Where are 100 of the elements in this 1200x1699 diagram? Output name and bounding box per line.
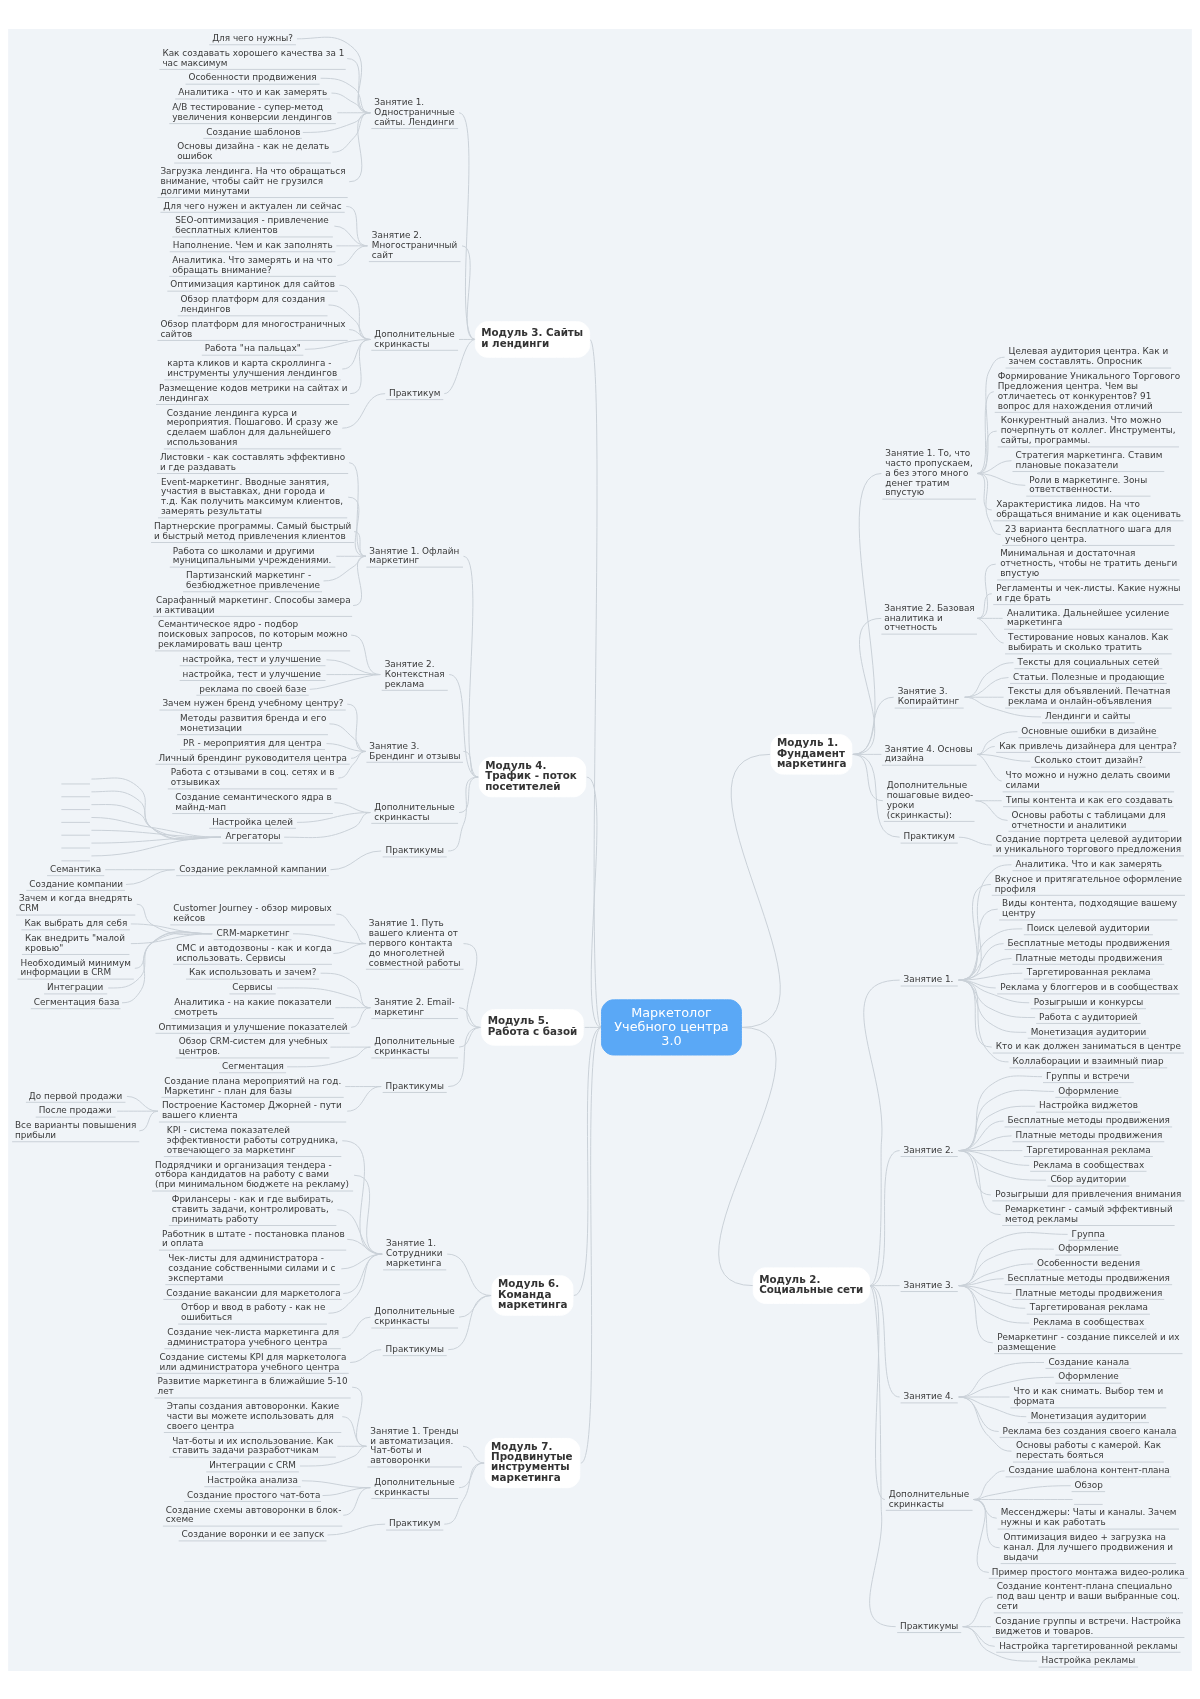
connector <box>976 472 993 510</box>
node-text: PR - мероприятия для центра <box>183 737 322 748</box>
node-text: Создание шаблона контент-плана <box>1008 1464 1170 1475</box>
connector <box>309 673 381 690</box>
node-text: Тексты для объявлений. Печатная реклама и онлайн-объявления <box>1008 685 1171 706</box>
node-text: Необходимый минимум информации в CRM <box>20 957 131 977</box>
connector <box>346 1085 382 1112</box>
connector <box>332 942 367 954</box>
node-text: Интеграции с CRM <box>209 1459 296 1470</box>
connector <box>327 1523 386 1535</box>
node-text: реклама по своей базе <box>199 683 307 694</box>
node-text: SEO-оптимизация - привлечение бесплатных клиентов <box>175 214 329 235</box>
node-text: Сколько стоит дизайн? <box>1034 754 1144 765</box>
node-text: Статьи. Полезные и продающие <box>1012 671 1165 682</box>
connector <box>458 1026 481 1048</box>
connector <box>283 811 371 838</box>
node-text: После продажи <box>38 1104 112 1115</box>
connector <box>126 1095 159 1112</box>
connector <box>341 392 386 429</box>
node-text: Занятие 2. Контекстная реклама <box>384 658 445 689</box>
connector <box>852 472 882 755</box>
node-text: Что и как снимать. Выбор тем и формата <box>1013 1385 1164 1406</box>
node-text: Сбор аудитории <box>1050 1173 1127 1184</box>
node-text: Реклама у блоггеров и в сообществах <box>1000 981 1179 992</box>
node-text: Занятие 2. Базовая аналитика и отчетность <box>884 602 975 632</box>
connector <box>976 753 1003 781</box>
node-text: Развитие маркетинга в ближайшие 5-10 лет <box>157 1375 348 1396</box>
node-text: Занятие 1. Путь вашего клиента от первого контакта до многолетней совместной работы <box>368 917 461 968</box>
node-text: Занятие 1. Офлайн маркетинг <box>369 545 460 565</box>
node-text: Наполнение. Чем и как заполнять <box>172 239 333 250</box>
connector <box>976 745 996 755</box>
node-text: Минимальная и достаточная отчетность, чтобы не тратить деньги впустую <box>1000 547 1178 578</box>
node-text: Занятие 1. То, что часто пропускаем, а без этого много денег тратим впустую <box>885 447 973 497</box>
node-text: Дополнительные скринкасты <box>374 801 455 822</box>
node-text: Реклама в сообществах <box>1033 1159 1145 1170</box>
node-text: Создание вакансии для маркетолога <box>166 1287 341 1298</box>
node-text: Обзор <box>1074 1479 1103 1490</box>
node-text: Реклама без создания своего канала <box>1002 1425 1177 1436</box>
node-text: Дополнительные пошаговые видео-уроки (скринкасты): <box>886 779 974 820</box>
node-text: Сарафанный маркетинг. Способы замера и активации <box>155 594 351 615</box>
node-text: Лендинги и сайты <box>1045 710 1131 721</box>
node-text: Ремаркетинг - самый эффективный метод рекламы <box>1005 1203 1173 1224</box>
node-text: Дополнительные скринкасты <box>374 1476 455 1497</box>
connector <box>869 1149 901 1286</box>
connector <box>973 1498 1001 1548</box>
node-text: Отбор и ввод в работу - как не ошибиться <box>181 1301 326 1322</box>
node-text: Типы контента и как его создавать <box>1006 794 1173 805</box>
node-text: Обзор платформ для создания лендингов <box>180 293 326 314</box>
node-text: Практикум <box>389 1517 441 1528</box>
connector <box>718 1026 777 1286</box>
connector <box>461 244 476 340</box>
connector <box>869 1284 886 1500</box>
connector <box>589 338 602 1028</box>
node-text: Оформление <box>1058 1085 1119 1096</box>
connector <box>973 1498 990 1573</box>
node-text: Аналитика. Что и как замерять <box>1015 858 1163 869</box>
node-text: Создание рекламной кампании <box>179 863 327 874</box>
node-text: Создание портрета целевой аудитории и уникального торгового предложения <box>995 833 1182 854</box>
node-box: Модуль 2. Социальные сети <box>752 1266 871 1304</box>
node-text: СМС и автодозвоны - как и когда использовать. Сервисы <box>176 942 332 963</box>
node-text: Дополнительные скринкасты <box>374 1035 455 1056</box>
connector <box>976 563 997 619</box>
node-text: Практикумы <box>900 1620 959 1631</box>
connector <box>349 338 371 394</box>
node-text: Пример простого монтажа видео-ролика <box>991 1566 1185 1577</box>
node-text: Создание канала <box>1048 1356 1130 1367</box>
node-text: Виды контента, подходящие вашему центру <box>1002 897 1178 918</box>
connector <box>976 753 1031 762</box>
connector <box>973 1469 1006 1500</box>
node-text: Занятие 3. Брендинг и отзывы <box>369 740 461 761</box>
node-text: Мессенджеры: Чаты и каналы. Зачем нужны и как работать <box>1000 1506 1177 1527</box>
node-text: Зачем и когда внедрять CRM <box>18 892 133 913</box>
node-text: Бесплатные методы продвижения <box>1007 1272 1170 1283</box>
connector <box>341 1316 371 1338</box>
node-text: Оптимизация и улучшение показателей <box>158 1021 348 1032</box>
node-text: Обзор CRM-систем для учебных центров. <box>178 1035 328 1056</box>
node-text: Чат-боты и их использование. Как ставить задачи разработчикам <box>172 1435 334 1455</box>
node-box: Модуль 5. Работа с базой <box>481 1008 584 1046</box>
node-text: Основы работы с камерой. Как перестать бояться <box>1015 1439 1162 1460</box>
node-text: карта кликов и карта скроллинга - инструменты улучшения лендингов <box>167 357 338 378</box>
node-text: Аналитика - на какие показатели смотреть <box>174 996 332 1017</box>
node-text: A/B тестирование - супер-метод увеличения конверсии лендингов <box>172 101 332 122</box>
node-text: Занятие 2. Email-маркетинг <box>374 996 455 1017</box>
node-text: Целевая аудитория центра. Как и зачем составлять. Опросник <box>1008 345 1169 366</box>
node-text: Создание контент-плана специально под ваш центр и ваши выбранные соц. сети <box>996 1580 1180 1611</box>
node-text: Event-маркетинг. Вводные занятия, участия в выставках, дни города и т.д. Как получить максимум клиентов, замерять результаты <box>160 476 344 516</box>
connector <box>976 592 993 619</box>
node-box: Модуль 4. Трафик - поток посетителей <box>478 756 587 797</box>
node-text: Аналитика. Дальнейшее усиление маркетинга <box>1007 607 1170 627</box>
node-text: Работа с аудиторией <box>1039 1011 1138 1022</box>
node-text: Занятие 1. Сотрудники маркетинга <box>386 1237 443 1268</box>
node-text: Дополнительные скринкасты <box>888 1488 970 1509</box>
node-text: Кто и как должен заниматься в центре <box>995 1040 1181 1051</box>
node-text: Загрузка лендинга. На что обращаться внимание, чтобы сайт не грузился долгими минутами <box>160 165 346 196</box>
node-box: Модуль 3. Сайты и лендинги <box>474 320 591 358</box>
node-text: Создание плана мероприятий на год. Маркетинг - план для базы <box>164 1075 342 1096</box>
connector <box>348 461 367 557</box>
node-text: Customer Journey - обзор мировых кейсов <box>173 902 332 923</box>
connector <box>329 850 382 870</box>
node-text: Монетизация аудитории <box>1030 1410 1147 1421</box>
